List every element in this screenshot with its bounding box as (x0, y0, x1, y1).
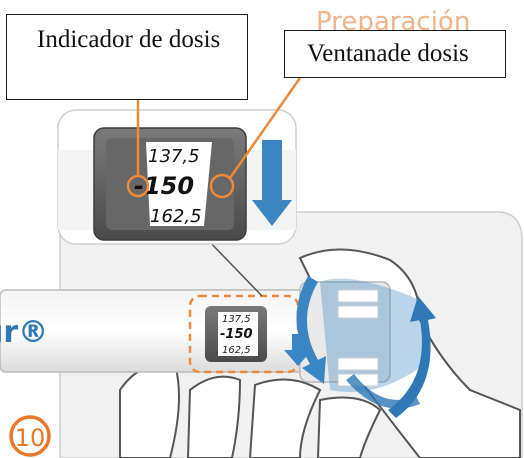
dose-indicator-label: Indicador de dosis (37, 26, 221, 53)
finger-2 (186, 375, 242, 458)
zoom-connector-line (203, 235, 263, 297)
step-badge: 10 (9, 415, 51, 457)
zoom-dose-below: 162,5 (150, 206, 202, 227)
window-circle (209, 173, 235, 199)
zoom-panel: 137,5 -150 162,5 (57, 109, 297, 245)
finger-1 (119, 363, 180, 458)
zoom-dose-scale (146, 142, 212, 226)
dose-indicator-callout: Indicador de dosis (6, 14, 248, 100)
window-leader-line (228, 77, 302, 179)
callout-markers (126, 77, 302, 199)
zoom-down-arrow (252, 140, 292, 226)
small-dose-window: 137,5 -150 162,5 (205, 306, 267, 362)
small-dose-above: 137,5 (222, 314, 251, 325)
zoom-dose-above: 137,5 (148, 146, 200, 167)
finger-3 (248, 378, 322, 458)
step-number: 10 (15, 424, 46, 452)
small-dose-current: -150 (220, 327, 253, 342)
rotation-arrows (296, 276, 436, 418)
dose-window-label: Ventanade dosis (307, 40, 469, 67)
dose-window-callout: Ventanade dosis (284, 30, 506, 78)
small-down-arrow (284, 334, 312, 366)
small-dose-below: 162,5 (222, 345, 251, 356)
dose-window-highlight (188, 294, 300, 374)
finger-4 (316, 396, 382, 458)
pen-brand-text: ur® (0, 315, 48, 350)
